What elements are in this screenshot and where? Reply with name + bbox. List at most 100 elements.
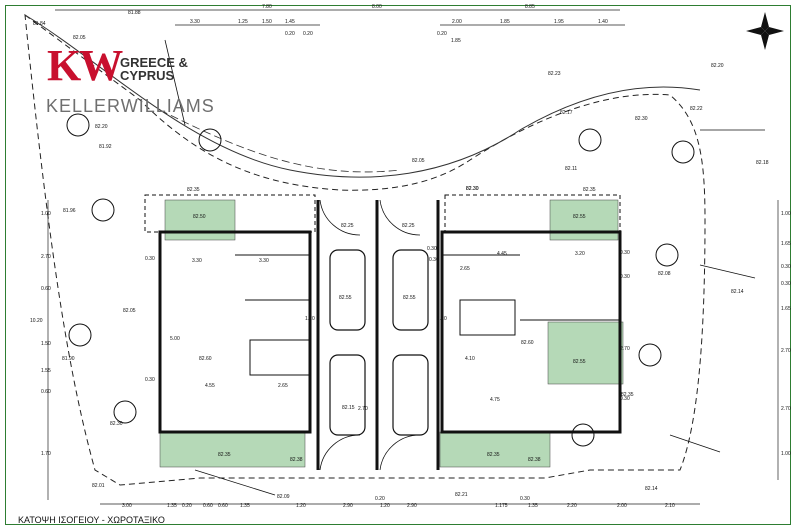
logo-tagline-line1: GREECE & (120, 55, 188, 70)
dim-bot-2: 0.20 (182, 503, 192, 509)
veg-strip-left-top (164, 199, 236, 241)
level-12: 82.60 (199, 356, 212, 362)
tree-6 (578, 128, 602, 152)
int-dim-15: 1.20 (437, 316, 447, 322)
dim-top-11: 0.20 (285, 31, 295, 37)
level-20: 82.38 (290, 457, 303, 463)
int-dim-13: 0.30 (620, 396, 630, 402)
level-8: 82.25 (341, 223, 354, 229)
drawing-frame (5, 5, 791, 525)
spot-16: 82.01 (92, 483, 105, 489)
spot-17: 82.09 (277, 494, 290, 500)
dim-bot-6: 1.20 (296, 503, 306, 509)
spot-19: 82.14 (645, 486, 658, 492)
logo-company-name: KELLERWILLIAMS (46, 96, 215, 116)
int-dim-18: 2.65 (460, 266, 470, 272)
door-arc-4 (379, 199, 421, 236)
int-dim-1: 3.30 (259, 258, 269, 264)
dim-bot-9: 1.20 (380, 503, 390, 509)
int-dim-2: 4.45 (497, 251, 507, 257)
dim-top-14: 1.85 (451, 38, 461, 44)
tree-4 (68, 323, 92, 347)
dim-bot-0: 3.00 (122, 503, 132, 509)
level-9: 82.25 (402, 223, 415, 229)
dim-right-3: 0.30 (781, 281, 791, 287)
tree-7 (671, 140, 695, 164)
spot-2: 82.23 (548, 71, 561, 77)
level-13: 82.60 (521, 340, 534, 346)
leader-3 (699, 264, 756, 279)
spot-14: 81.90 (62, 356, 75, 362)
spot-10: 81.96 (63, 208, 76, 214)
int-dim-3: 3.20 (575, 251, 585, 257)
dim-left-2: 0.60 (41, 286, 51, 292)
spot-18: 82.21 (455, 492, 468, 498)
dim-bot-12: 0.30 (520, 496, 530, 502)
level-14: 82.35 (621, 392, 634, 398)
dim-top-2: 8.85 (525, 4, 535, 10)
logo-tagline-line2: CYPRUS (120, 68, 175, 83)
level-7: 82.50 (193, 214, 206, 220)
leader-5 (194, 469, 276, 496)
spot-5: 82.22 (690, 106, 703, 112)
int-dim-16: 2.70 (620, 346, 630, 352)
level-1: 82.30 (635, 116, 648, 122)
int-dim-10: 0.30 (429, 257, 439, 263)
int-dim-9: 0.30 (427, 246, 437, 252)
veg-strip-left-bottom (159, 431, 306, 468)
dim-bot-4: 0.60 (218, 503, 228, 509)
terrace-right (444, 194, 621, 233)
dim-bot-15: 2.00 (617, 503, 627, 509)
dim-bot-11: 1.175 (495, 503, 508, 509)
dim-top-7: 2.00 (452, 19, 462, 25)
dim-left-6: 0.60 (41, 389, 51, 395)
car-2 (392, 249, 429, 331)
spot-12: 82.14 (731, 289, 744, 295)
dim-right-2: 0.30 (781, 264, 791, 270)
road-curve (24, 14, 701, 178)
dim-bot-8: 0.20 (375, 496, 385, 502)
dim-bot-10: 2.90 (407, 503, 417, 509)
plot-boundary (24, 13, 706, 486)
spot-3: 82.20 (711, 63, 724, 69)
dim-bot-5: 1.35 (240, 503, 250, 509)
dim-left-1: 2.70 (41, 254, 51, 260)
level-2: 82.20 (95, 124, 108, 130)
dim-top-9: 1.95 (554, 19, 564, 25)
dim-bot-14: 2.20 (567, 503, 577, 509)
int-dim-8: 0.30 (145, 377, 155, 383)
veg-strip-right-top (549, 199, 619, 241)
tree-9 (638, 343, 662, 367)
level-18: 82.55 (573, 214, 586, 220)
level-17: 82.35 (487, 452, 500, 458)
dim-left-7: 1.70 (41, 451, 51, 457)
level-6: 82.35 (583, 187, 596, 193)
int-dim-7: 0.30 (145, 256, 155, 262)
dim-right-0: 1.00 (781, 211, 791, 217)
tree-10 (571, 423, 595, 447)
level-5: 82.30 (466, 186, 479, 192)
door-arc-2 (379, 434, 421, 471)
dim-left-4: 1.50 (41, 341, 51, 347)
spot-9: 82.18 (756, 160, 769, 166)
int-dim-17: 5.00 (170, 336, 180, 342)
spot-8: 82.11 (565, 166, 577, 172)
dim-right-4: 1.65 (781, 306, 791, 312)
dim-right-1: 1.65 (781, 241, 791, 247)
spot-13: 82.05 (123, 308, 136, 314)
site-line-upper (159, 109, 401, 173)
level-10: 82.55 (339, 295, 352, 301)
dim-top-6: 1.45 (285, 19, 295, 25)
house-left-walls (158, 230, 312, 434)
int-dim-4: 4.55 (205, 383, 215, 389)
dim-top-5: 1.50 (262, 19, 272, 25)
dim-top-4: 1.25 (238, 19, 248, 25)
dim-top-0: 7.80 (262, 4, 272, 10)
dim-bot-1: 1.35 (167, 503, 177, 509)
veg-strip-right-mid (547, 321, 624, 385)
kw-logo-mark: KW (47, 41, 123, 90)
level-4: 82.35 (187, 187, 200, 193)
car-1 (329, 249, 366, 331)
level-19: 82.55 (573, 359, 586, 365)
north-arrow-icon (746, 12, 784, 50)
